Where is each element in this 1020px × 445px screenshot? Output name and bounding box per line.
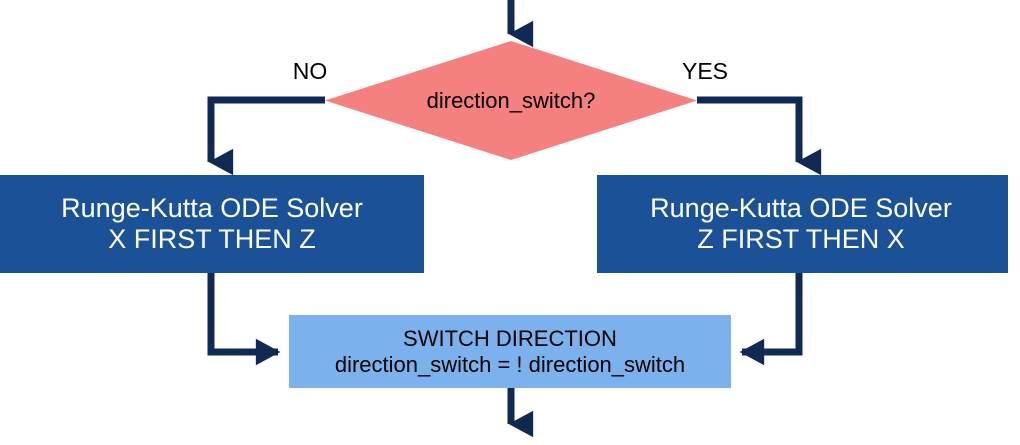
connector-left-to-switch <box>207 273 281 366</box>
decision-diamond <box>325 41 697 160</box>
right-process-box <box>597 175 1008 273</box>
left-process-box <box>0 175 424 273</box>
edge-label-yes: YES <box>681 58 729 84</box>
switch-action-box <box>289 315 731 388</box>
connector-yes-branch <box>697 96 822 176</box>
connector-right-to-switch <box>739 273 803 366</box>
edge-label-no: NO <box>292 58 328 84</box>
connector-no-branch <box>207 96 325 176</box>
